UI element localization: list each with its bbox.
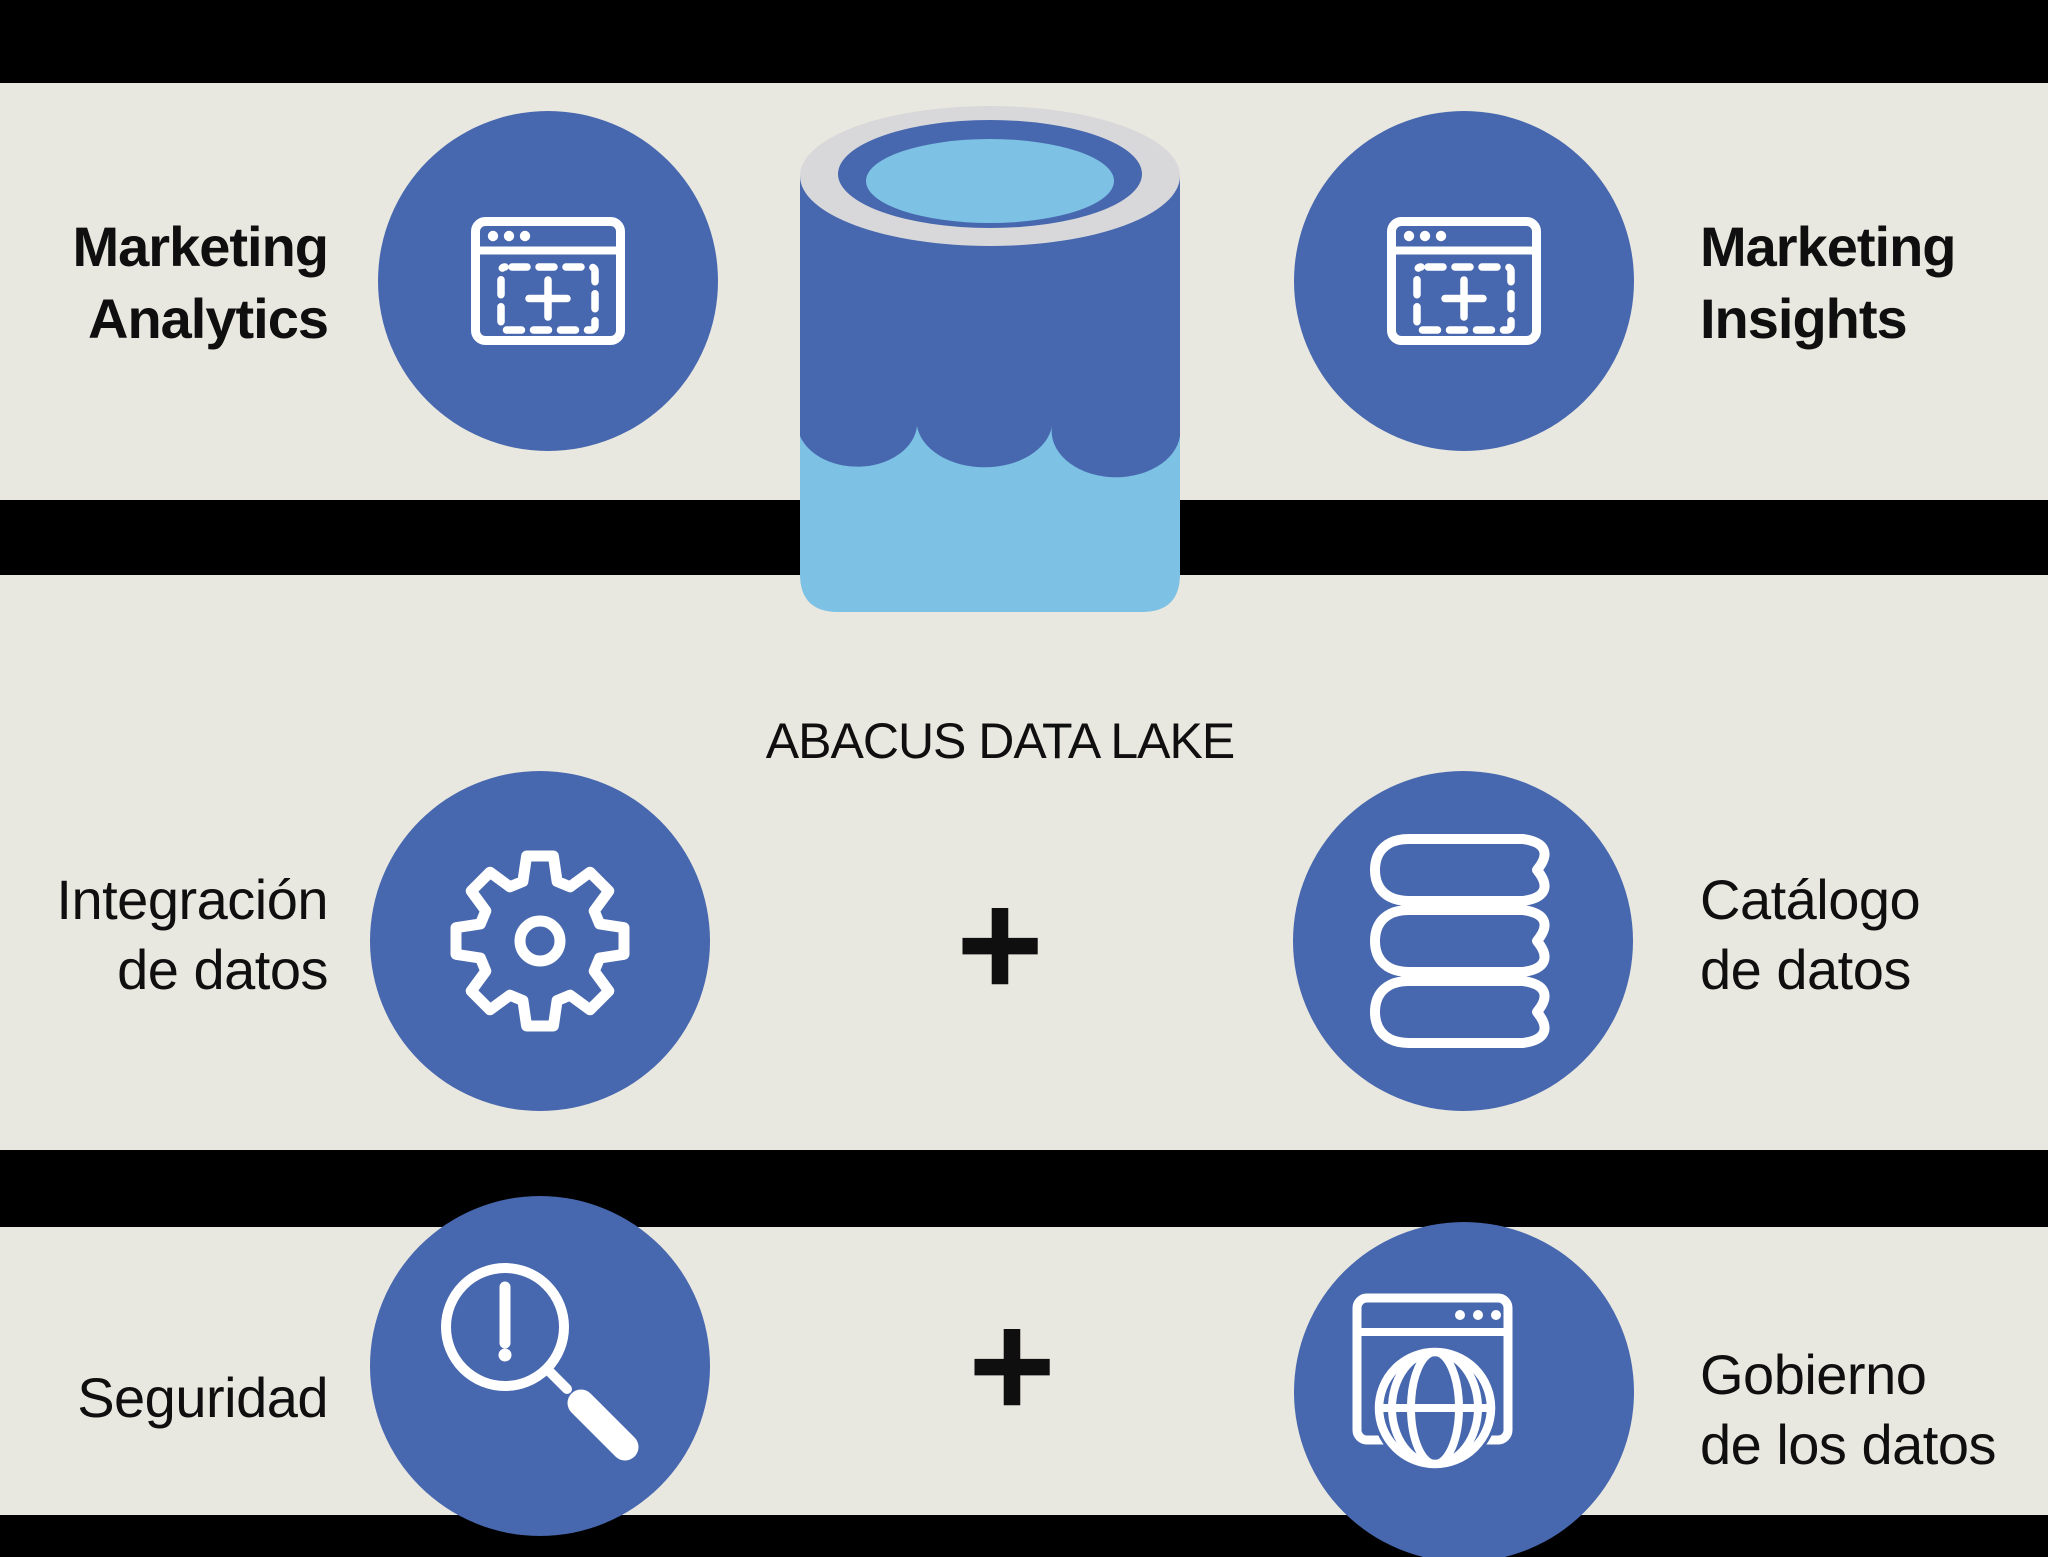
node-gobierno-de-los-datos — [1294, 1222, 1634, 1557]
label-marketing-analytics: Marketing Analytics — [0, 211, 330, 355]
label-line: Seguridad — [77, 1366, 328, 1429]
label-gobierno-de-los-datos: Gobierno de los datos — [1700, 1340, 1996, 1480]
browser-globe-icon — [1352, 1293, 1513, 1471]
label-line: de datos — [117, 938, 328, 1001]
node-circle — [1293, 771, 1633, 1111]
plus-operator-bottom: + — [968, 1280, 1056, 1449]
label-marketing-insights: Marketing Insights — [1700, 211, 1956, 355]
magnifier-alert-icon — [441, 1263, 639, 1461]
label-line: Insights — [1700, 287, 1908, 350]
divider-bar-lower-middle — [0, 1150, 2048, 1227]
label-line: Integración — [56, 868, 328, 931]
node-marketing-insights — [1294, 111, 1634, 451]
cylinder-wave — [800, 176, 1180, 478]
data-lake-cylinder — [800, 106, 1180, 612]
label-line: Marketing — [72, 215, 330, 278]
label-integracion-de-datos: Integración de datos — [0, 865, 328, 1005]
plus-operator-middle: + — [956, 859, 1044, 1028]
node-marketing-analytics — [378, 111, 718, 451]
node-integracion-de-datos — [370, 771, 710, 1111]
label-seguridad: Seguridad — [0, 1363, 328, 1433]
divider-bar-bottom — [0, 1515, 2048, 1557]
node-seguridad — [370, 1196, 710, 1536]
label-catalogo-de-datos: Catálogo de datos — [1700, 865, 1921, 1005]
data-lake-title: ABACUS DATA LAKE — [765, 713, 1235, 769]
label-line: Analytics — [88, 287, 329, 350]
gear-icon — [450, 850, 630, 1032]
label-line: de los datos — [1700, 1413, 1996, 1476]
label-line: de datos — [1700, 938, 1911, 1001]
books-icon — [1370, 834, 1550, 1048]
node-circle — [370, 1196, 710, 1536]
node-catalogo-de-datos — [1293, 771, 1633, 1111]
label-line: Catálogo — [1700, 868, 1921, 931]
node-circle — [370, 771, 710, 1111]
divider-bar-top — [0, 0, 2048, 83]
label-line: Marketing — [1700, 215, 1956, 278]
label-line: Gobierno — [1700, 1343, 1927, 1406]
